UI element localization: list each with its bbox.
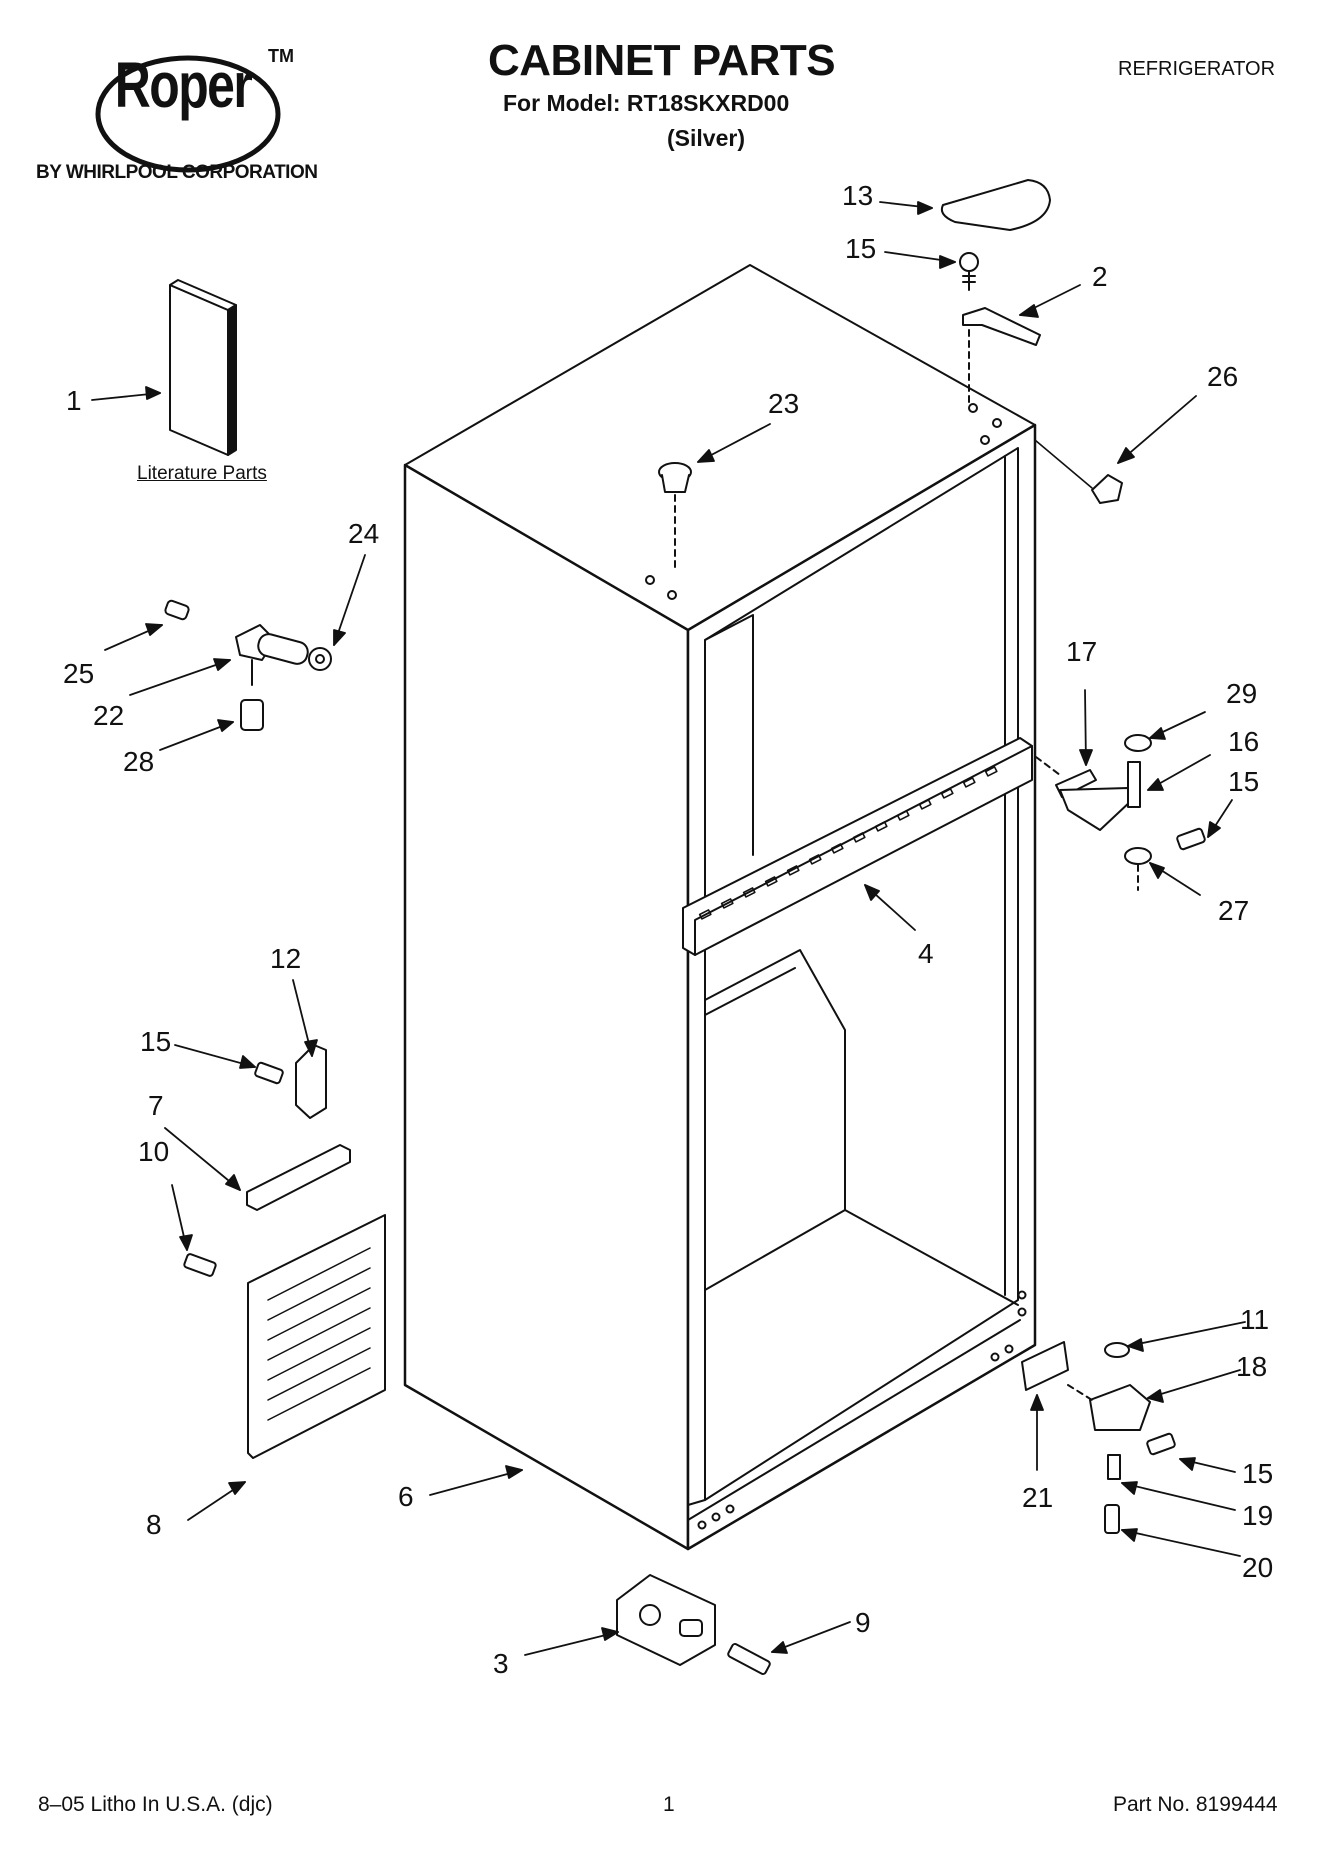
center-rail-part-4 xyxy=(683,738,1032,955)
callout-1: 1 xyxy=(66,385,82,416)
part-number: Part No. 8199444 xyxy=(1113,1793,1278,1816)
roper-logo-oval xyxy=(95,55,281,173)
corporation-label: BY WHIRLPOOL CORPORATION xyxy=(36,162,318,183)
callout-8: 8 xyxy=(146,1509,162,1540)
callout-15-hinge: 15 xyxy=(1228,766,1260,797)
callout-6: 6 xyxy=(398,1481,414,1512)
callout-9: 9 xyxy=(855,1607,871,1638)
callout-29: 29 xyxy=(1226,678,1258,709)
callout-18: 18 xyxy=(1236,1351,1268,1382)
callout-17: 17 xyxy=(1066,636,1098,667)
roper-logo-text: Roper xyxy=(114,49,253,121)
callout-26: 26 xyxy=(1207,361,1239,392)
screw-part-15-top xyxy=(960,253,978,290)
callout-24: 24 xyxy=(348,518,380,549)
callout-15-bracket: 15 xyxy=(140,1026,172,1057)
page-number: 1 xyxy=(663,1793,675,1816)
literature-booklet-part-1 xyxy=(170,280,236,455)
callout-7: 7 xyxy=(148,1090,164,1121)
callout-15-top: 15 xyxy=(845,233,877,264)
callout-20: 20 xyxy=(1242,1552,1274,1583)
page-title: CABINET PARTS xyxy=(488,36,836,85)
callout-27: 27 xyxy=(1218,895,1250,926)
rear-panel-part-8 xyxy=(248,1215,385,1458)
callout-28: 28 xyxy=(123,746,155,777)
variant-label: (Silver) xyxy=(667,125,745,151)
callout-12: 12 xyxy=(270,943,302,974)
clip-part-26 xyxy=(1092,475,1122,503)
callout-25: 25 xyxy=(63,658,95,689)
callout-15-bottom: 15 xyxy=(1242,1458,1274,1489)
leveling-leg-part-3 xyxy=(617,1575,715,1665)
cabinet-body xyxy=(405,265,1035,1549)
callout-13: 13 xyxy=(842,180,874,211)
callout-19: 19 xyxy=(1242,1500,1274,1531)
trademark-mark: TM xyxy=(268,46,294,66)
callout-3: 3 xyxy=(493,1648,509,1679)
screw-part-10 xyxy=(184,1253,217,1276)
bracket-part-2 xyxy=(963,308,1040,345)
hinge-pin-assembly xyxy=(164,600,331,730)
callout-21: 21 xyxy=(1022,1482,1054,1513)
center-hinge-assembly xyxy=(1036,735,1206,890)
litho-note: 8–05 Litho In U.S.A. (djc) xyxy=(38,1793,273,1816)
leader-arrows xyxy=(92,202,1245,1655)
plug-part-23 xyxy=(659,463,691,570)
callout-10: 10 xyxy=(138,1136,170,1167)
strip-part-7 xyxy=(247,1145,350,1210)
literature-parts-label: Literature Parts xyxy=(137,463,267,484)
category-label: REFRIGERATOR xyxy=(1118,58,1276,80)
bracket-part-12 xyxy=(254,1045,326,1118)
callout-4: 4 xyxy=(918,938,934,969)
model-line: For Model: RT18SKXRD00 xyxy=(503,90,790,116)
callout-16: 16 xyxy=(1228,726,1260,757)
top-cap-part-13 xyxy=(942,180,1050,230)
callout-2: 2 xyxy=(1092,261,1108,292)
bottom-hinge-assembly xyxy=(1022,1342,1176,1533)
callout-23: 23 xyxy=(768,388,800,419)
screw-part-9 xyxy=(727,1643,771,1675)
callout-11: 11 xyxy=(1240,1304,1270,1335)
callout-22: 22 xyxy=(93,700,125,731)
